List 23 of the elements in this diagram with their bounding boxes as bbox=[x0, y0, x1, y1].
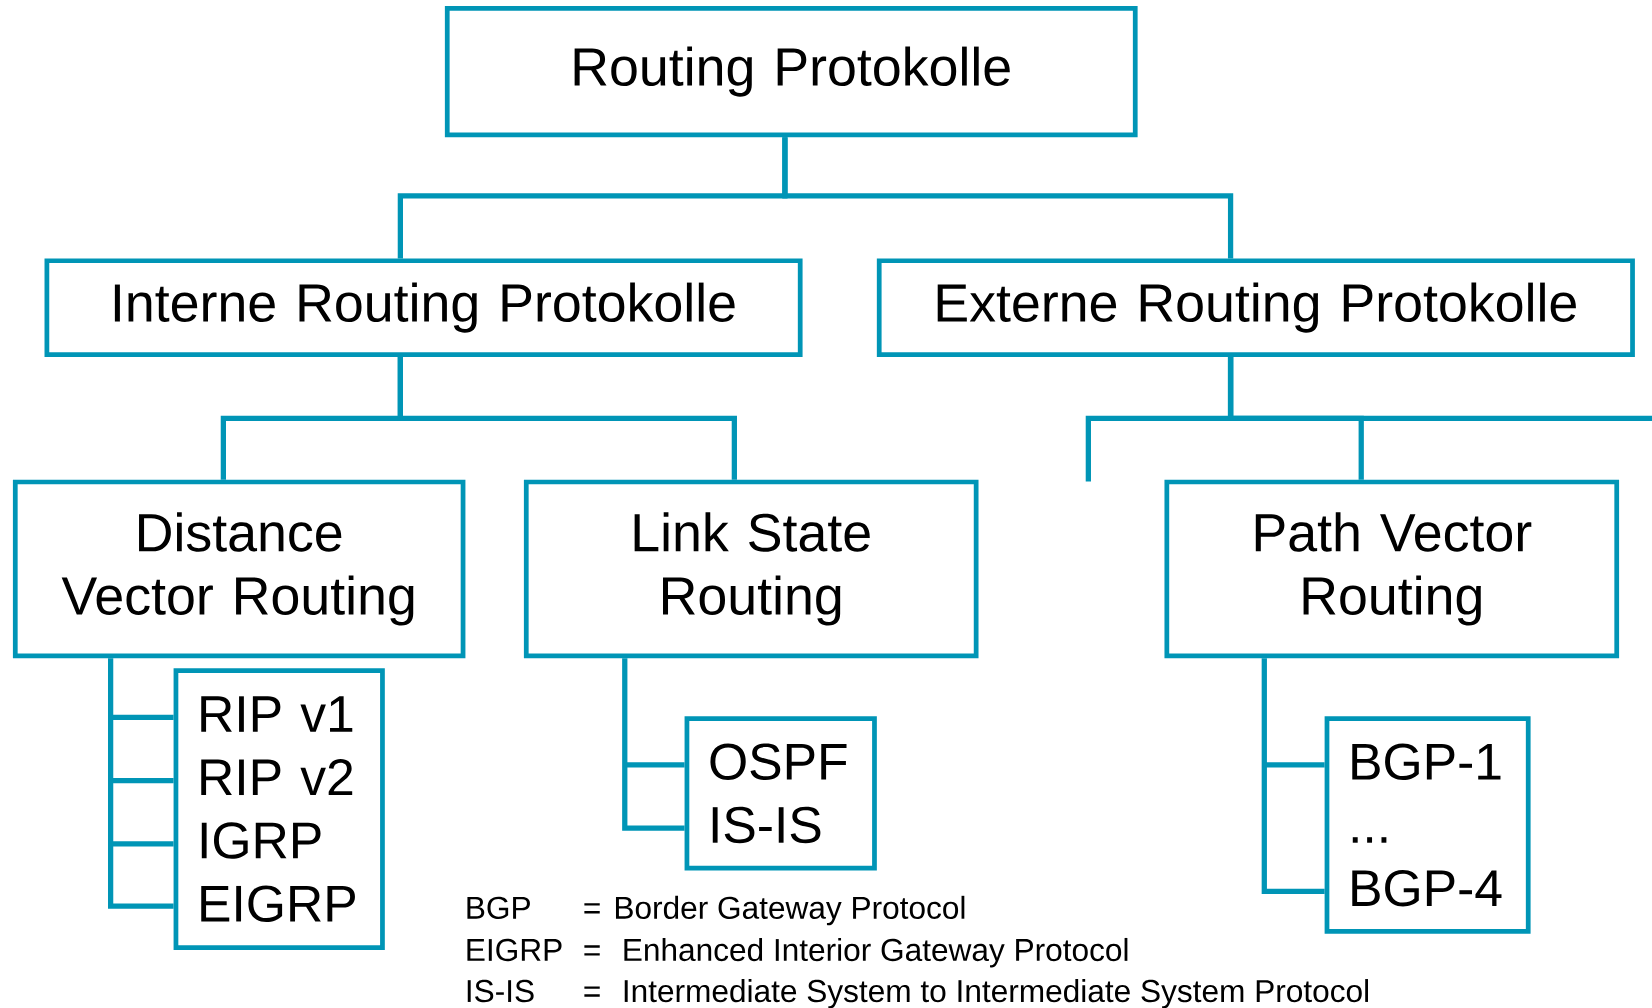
connector-line bbox=[782, 137, 1234, 259]
protocol-list-box: BGP-1 ... BGP-4 bbox=[1324, 716, 1531, 934]
category-box: Routing Protokolle bbox=[444, 5, 1138, 138]
connector-line bbox=[1261, 655, 1328, 894]
category-box: Link State Routing bbox=[523, 479, 979, 659]
protocol-list-box: OSPF IS-IS bbox=[684, 716, 877, 871]
abbreviation-text: IS-IS bbox=[467, 979, 534, 1003]
connector-line bbox=[1227, 356, 1652, 421]
category-box: Externe Routing Protokolle bbox=[876, 258, 1635, 357]
abbreviation-text: = bbox=[584, 903, 600, 914]
protocol-list-box: RIP v1 RIP v2 IGRP EIGRP bbox=[173, 668, 385, 950]
abbreviation-text: EIGRP bbox=[467, 938, 562, 962]
abbreviation-text: = bbox=[584, 986, 600, 997]
connector-line bbox=[397, 356, 737, 480]
abbreviation-text: Intermediate System to Intermediate System Protocol bbox=[624, 978, 1368, 1008]
category-box: Distance Vector Routing bbox=[12, 479, 466, 659]
connector-line bbox=[108, 655, 177, 909]
abbreviation-text: = bbox=[584, 945, 600, 956]
category-box: Path Vector Routing bbox=[1164, 479, 1620, 659]
connector-line bbox=[622, 655, 688, 831]
abbreviation-text: BGP bbox=[467, 896, 530, 919]
abbreviation-text: Enhanced Interior Gateway Protocol bbox=[624, 937, 1128, 968]
category-box: Interne Routing Protokolle bbox=[44, 258, 803, 357]
